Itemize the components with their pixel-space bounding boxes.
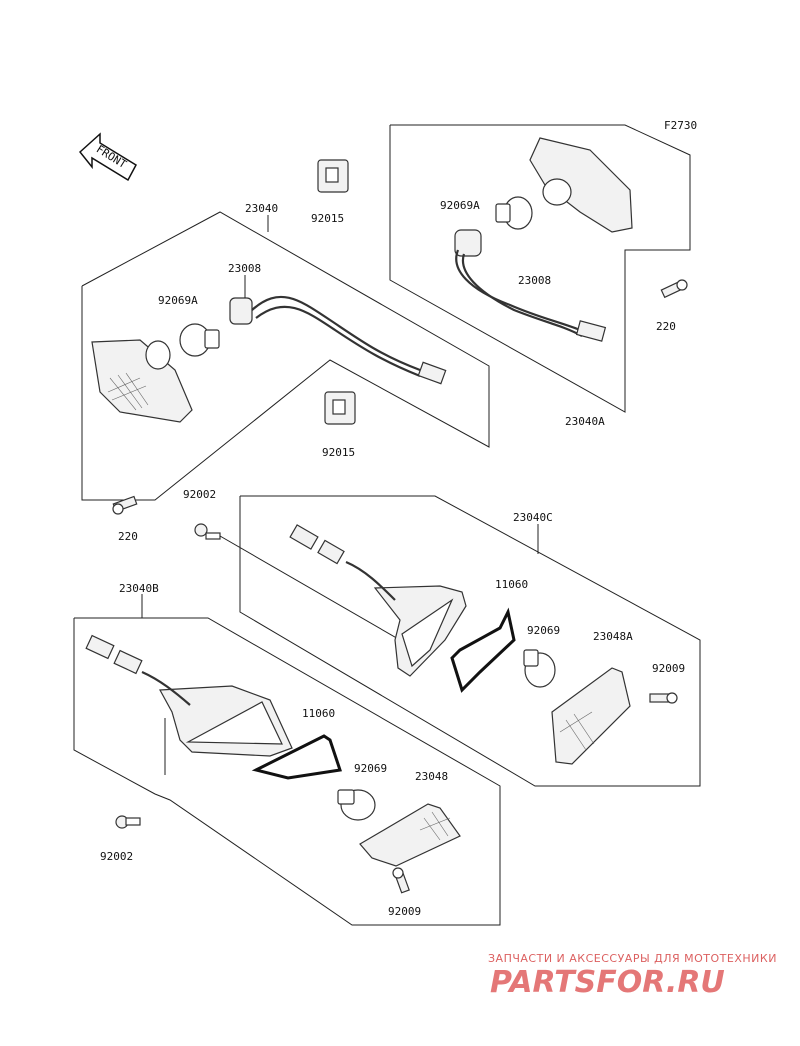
rear-left-lens-grid — [107, 372, 149, 411]
screw-220-right: 220 — [656, 279, 688, 333]
label-92069-right: 92069 — [527, 624, 560, 637]
label-92069a-left: 92069A — [158, 294, 198, 307]
label-23048a: 23048A — [593, 630, 633, 643]
rear-left-lens-housing — [91, 339, 193, 423]
label-11060-right: 11060 — [495, 578, 528, 591]
watermark-line1: ЗАПЧАСТИ И АКСЕССУАРЫ ДЛЯ МОТОТЕХНИКИ — [488, 952, 777, 965]
label-92069-left: 92069 — [354, 762, 387, 775]
bulb-front-left — [337, 789, 376, 821]
screw-92009-left: 92009 — [388, 867, 421, 918]
screw-92009-right: 92009 — [649, 662, 685, 704]
clip-bottom: 92015 — [322, 391, 356, 459]
rear-left-assembly: 23040 92069A 23008 — [81, 202, 490, 501]
rear-right-bulb — [495, 196, 533, 230]
watermark-line2: PARTSFOR.RU — [490, 965, 725, 1000]
label-92015-bottom: 92015 — [322, 446, 355, 459]
label-23008-right: 23008 — [518, 274, 551, 287]
bolt-92002-bottom: 92002 — [100, 815, 141, 863]
label-220-left: 220 — [118, 530, 138, 543]
label-92069a-right: 92069A — [440, 199, 480, 212]
label-23040c: 23040C — [513, 511, 553, 524]
label-92009-right: 92009 — [652, 662, 685, 675]
lens-right — [551, 667, 631, 765]
front-right-connector — [289, 524, 396, 601]
rear-right-socket — [454, 229, 607, 342]
label-23008-left: 23008 — [228, 262, 261, 275]
screw-220-left: 220 — [112, 495, 138, 543]
front-right-assembly: 23040C 11060 92069 23048A — [239, 495, 701, 787]
front-arrow-icon: FRONT — [78, 132, 137, 182]
label-11060-left: 11060 — [302, 707, 335, 720]
bulb-front-right — [523, 649, 556, 688]
front-left-assembly: 23040B 11060 92069 23048 — [73, 582, 501, 926]
rear-right-assembly: 23040A 92069A 23008 — [389, 124, 691, 428]
clip-top: 92015 — [311, 159, 349, 225]
label-23040: 23040 — [245, 202, 278, 215]
label-23048: 23048 — [415, 770, 448, 783]
label-92002-top: 92002 — [183, 488, 216, 501]
label-220-right: 220 — [656, 320, 676, 333]
rear-right-lens-housing — [529, 137, 633, 233]
label-92002-bottom: 92002 — [100, 850, 133, 863]
front-left-connector — [85, 634, 191, 706]
label-23040a: 23040A — [565, 415, 605, 428]
seal-right — [450, 607, 516, 693]
figure-code: F2730 — [664, 119, 697, 132]
seal-left — [251, 734, 342, 780]
rear-left-bulb — [179, 323, 220, 357]
label-23040b: 23040B — [119, 582, 159, 595]
label-92009-left: 92009 — [388, 905, 421, 918]
label-92015-top: 92015 — [311, 212, 344, 225]
bolt-92002-top: 92002 — [183, 488, 401, 641]
watermark: ЗАПЧАСТИ И АКСЕССУАРЫ ДЛЯ МОТОТЕХНИКИ PA… — [488, 952, 777, 1000]
rear-left-socket — [229, 295, 447, 385]
lens-left — [359, 803, 461, 867]
